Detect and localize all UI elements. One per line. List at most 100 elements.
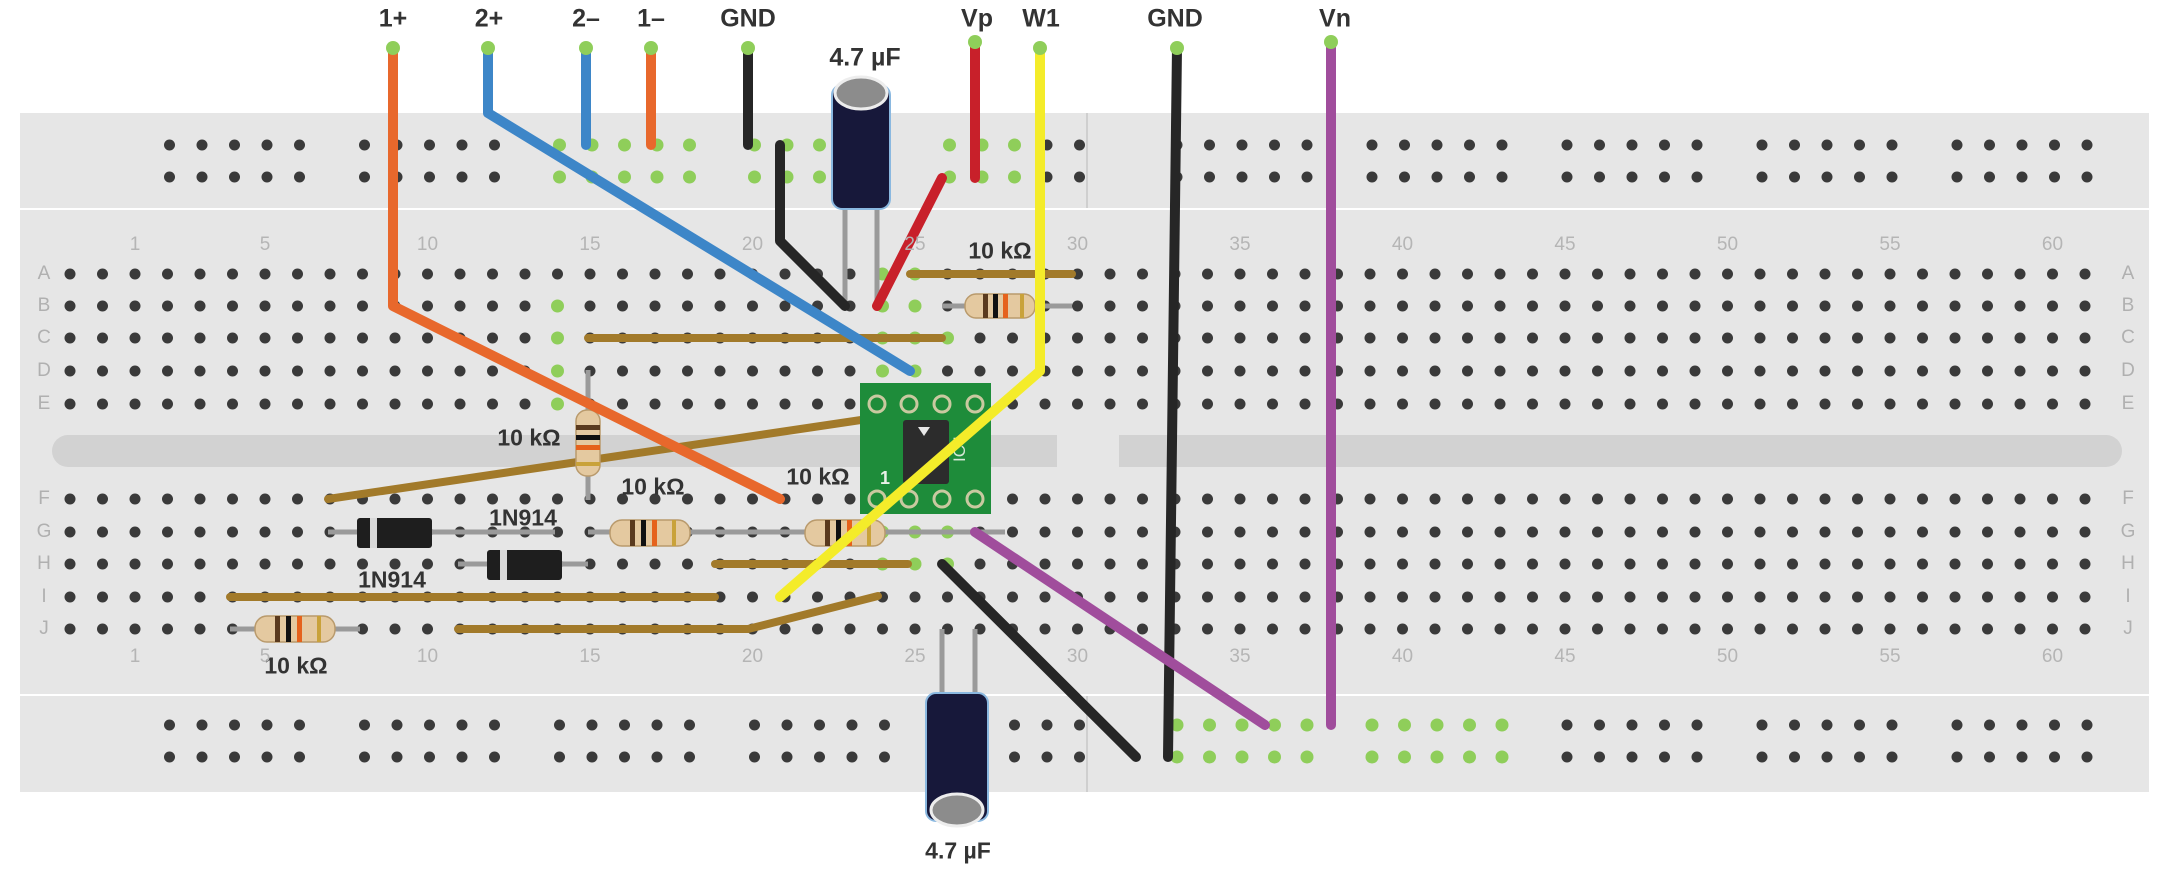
breadboard-hole — [129, 623, 141, 635]
breadboard-hole — [779, 623, 791, 635]
breadboard-hole — [1234, 591, 1246, 603]
breadboard-hole — [1984, 751, 1995, 763]
breadboard-hole — [162, 365, 173, 377]
breadboard-hole — [1561, 171, 1573, 183]
breadboard-hole — [1657, 558, 1668, 570]
breadboard-hole — [456, 171, 468, 183]
column-number: 40 — [1391, 646, 1414, 667]
breadboard-hole — [1561, 719, 1573, 731]
label-vn: Vn — [1319, 4, 1351, 33]
column-number: 10 — [416, 234, 439, 255]
breadboard-hole — [2014, 365, 2026, 377]
breadboard-hole — [259, 526, 271, 538]
breadboard-hole — [1819, 300, 1831, 312]
breadboard-hole — [164, 171, 175, 183]
row-letter: F — [38, 488, 50, 509]
breadboard-hole — [1137, 300, 1148, 312]
label-1-plus: 1+ — [378, 4, 408, 33]
breadboard-hole — [519, 398, 531, 410]
breadboard-hole — [1754, 332, 1766, 344]
breadboard-hole — [196, 719, 208, 731]
breadboard-hole — [1299, 526, 1311, 538]
breadboard-hole — [422, 493, 433, 505]
breadboard-hole — [684, 751, 695, 763]
breadboard-hole — [781, 751, 793, 763]
breadboard-hole — [1429, 591, 1441, 603]
breadboard-hole — [1267, 300, 1278, 312]
breadboard-hole — [2047, 623, 2058, 635]
label-resistor-top: 10 kΩ — [968, 237, 1032, 264]
breadboard-hole — [1787, 300, 1798, 312]
breadboard-hole — [97, 300, 108, 312]
breadboard-hole — [2081, 139, 2093, 151]
breadboard-hole — [292, 398, 303, 410]
breadboard-hole — [1074, 719, 1085, 731]
breadboard-hole — [1202, 493, 1213, 505]
breadboard-hole — [129, 268, 141, 280]
breadboard-hole — [747, 365, 758, 377]
breadboard-hole — [1137, 493, 1148, 505]
breadboard-hole — [422, 365, 433, 377]
label-resistor-right: 10 kΩ — [786, 463, 850, 490]
breadboard-hole — [389, 623, 401, 635]
breadboard-hole — [324, 300, 336, 312]
diode-1 — [357, 518, 432, 548]
breadboard-hole — [684, 719, 695, 731]
breadboard-hole — [97, 526, 108, 538]
breadboard-hole — [2079, 332, 2091, 344]
breadboard-hole — [1007, 332, 1018, 344]
breadboard-hole — [2047, 268, 2058, 280]
breadboard-hole — [650, 170, 664, 184]
breadboard-hole — [1267, 526, 1278, 538]
breadboard-hole — [1624, 300, 1636, 312]
breadboard-hole — [162, 591, 173, 603]
breadboard-hole — [1819, 526, 1831, 538]
breadboard-hole — [974, 558, 986, 570]
breadboard-hole — [1657, 398, 1668, 410]
breadboard-hole — [909, 623, 921, 635]
breadboard-hole — [617, 558, 628, 570]
breadboard-hole — [2049, 719, 2060, 731]
breadboard-hole — [164, 139, 175, 151]
resistor-bottom — [254, 615, 336, 643]
breadboard-hole — [1787, 268, 1798, 280]
breadboard-hole — [584, 558, 596, 570]
breadboard-hole — [1624, 332, 1636, 344]
breadboard-hole — [2047, 493, 2058, 505]
breadboard-hole — [487, 493, 498, 505]
breadboard-hole — [1561, 751, 1573, 763]
breadboard-hole — [1202, 332, 1213, 344]
wire-gnd-jumper — [775, 140, 850, 311]
breadboard-hole — [1397, 365, 1408, 377]
breadboard-hole — [2047, 591, 2058, 603]
breadboard-hole — [1691, 171, 1703, 183]
breadboard-hole — [1462, 558, 1473, 570]
breadboard-hole — [489, 171, 500, 183]
breadboard-hole — [1364, 558, 1376, 570]
breadboard-hole — [1594, 719, 1605, 731]
column-number: 5 — [259, 646, 271, 667]
signal-wires — [388, 37, 1336, 762]
breadboard-hole — [1884, 493, 1896, 505]
row-letter: A — [37, 263, 51, 284]
capacitor-top — [831, 75, 891, 210]
breadboard-hole — [1299, 493, 1311, 505]
resistor-center — [609, 519, 691, 547]
breadboard-hole — [682, 558, 693, 570]
breadboard-hole — [974, 365, 986, 377]
breadboard-hole — [1494, 526, 1506, 538]
breadboard-hole — [129, 365, 141, 377]
breadboard-hole — [259, 398, 271, 410]
breadboard-hole — [2047, 300, 2058, 312]
breadboard-hole — [1301, 171, 1313, 183]
breadboard-hole — [619, 719, 630, 731]
column-number: 55 — [1879, 646, 1901, 667]
breadboard-hole — [1657, 591, 1668, 603]
breadboard-hole — [1657, 623, 1668, 635]
breadboard-hole — [389, 332, 401, 344]
breadboard-hole — [1072, 493, 1083, 505]
breadboard-hole — [1754, 526, 1766, 538]
breadboard-hole — [424, 751, 435, 763]
column-number: 35 — [1229, 646, 1251, 667]
breadboard-hole — [1754, 493, 1766, 505]
